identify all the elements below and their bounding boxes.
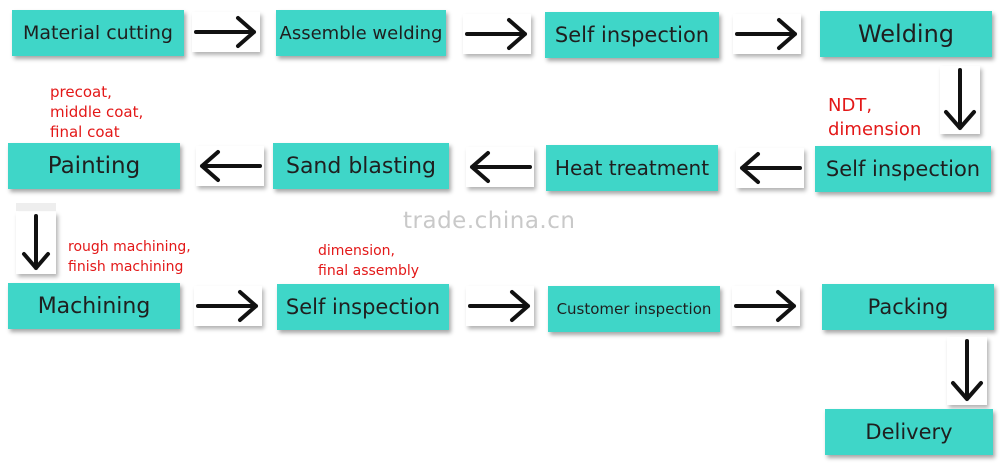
note-machining: rough machining, finish machining — [68, 237, 191, 277]
step-machining: Machining — [8, 283, 180, 329]
step-label: Assemble welding — [279, 22, 443, 44]
note-line: precoat, — [50, 83, 112, 101]
arrow-down-icon — [947, 337, 987, 405]
step-delivery: Delivery — [825, 409, 993, 455]
step-label: Delivery — [865, 420, 953, 444]
arrow-down-icon — [940, 66, 980, 134]
arrow-right-icon — [192, 12, 260, 52]
note-ndt-dimension: NDT, dimension — [828, 94, 921, 142]
note-line: finish machining — [68, 259, 184, 275]
step-label: Customer inspection — [556, 300, 712, 318]
step-label: Welding — [857, 20, 955, 48]
step-painting: Painting — [8, 143, 180, 189]
note-paint-coats: precoat, middle coat, final coat — [50, 82, 143, 142]
note-final-assembly: dimension, final assembly — [318, 241, 419, 281]
arrow-left-icon — [196, 146, 264, 186]
step-heat-treatment: Heat treatment — [546, 145, 718, 191]
arrow-right-icon — [733, 14, 801, 54]
step-assemble-welding: Assemble welding — [276, 10, 446, 56]
step-label: Sand blasting — [285, 153, 436, 179]
note-line: final assembly — [318, 263, 420, 279]
step-label: Painting — [47, 153, 141, 179]
step-customer-inspection: Customer inspection — [548, 286, 720, 332]
step-label: Packing — [867, 295, 949, 319]
step-label: Self inspection — [554, 23, 710, 47]
step-packing: Packing — [822, 284, 994, 330]
note-line: NDT, — [828, 95, 873, 116]
arrow-right-icon — [466, 286, 534, 326]
arrow-right-icon — [732, 286, 800, 326]
note-line: middle coat, — [50, 103, 144, 121]
note-line: dimension — [828, 119, 922, 140]
step-material-cutting: Material cutting — [12, 10, 184, 56]
note-line: final coat — [50, 123, 120, 141]
arrow-left-icon — [466, 147, 534, 187]
step-self-inspection-2: Self inspection — [815, 146, 991, 192]
note-line: rough machining, — [68, 239, 191, 255]
arrow-left-icon — [736, 148, 804, 188]
step-label: Machining — [37, 293, 151, 319]
arrow-down-icon — [16, 212, 56, 274]
note-line: dimension, — [318, 243, 395, 259]
step-self-inspection-3: Self inspection — [277, 284, 449, 330]
arrow-right-icon — [463, 14, 531, 54]
step-label: Self inspection — [825, 157, 981, 181]
step-self-inspection-1: Self inspection — [545, 12, 719, 58]
step-sand-blasting: Sand blasting — [273, 143, 449, 189]
arrow-right-icon — [194, 286, 262, 326]
watermark: trade.china.cn — [403, 208, 576, 234]
step-label: Material cutting — [23, 22, 173, 44]
faded-artifact — [16, 203, 56, 211]
step-welding: Welding — [820, 11, 992, 57]
step-label: Heat treatment — [554, 156, 710, 180]
step-label: Self inspection — [285, 295, 441, 319]
